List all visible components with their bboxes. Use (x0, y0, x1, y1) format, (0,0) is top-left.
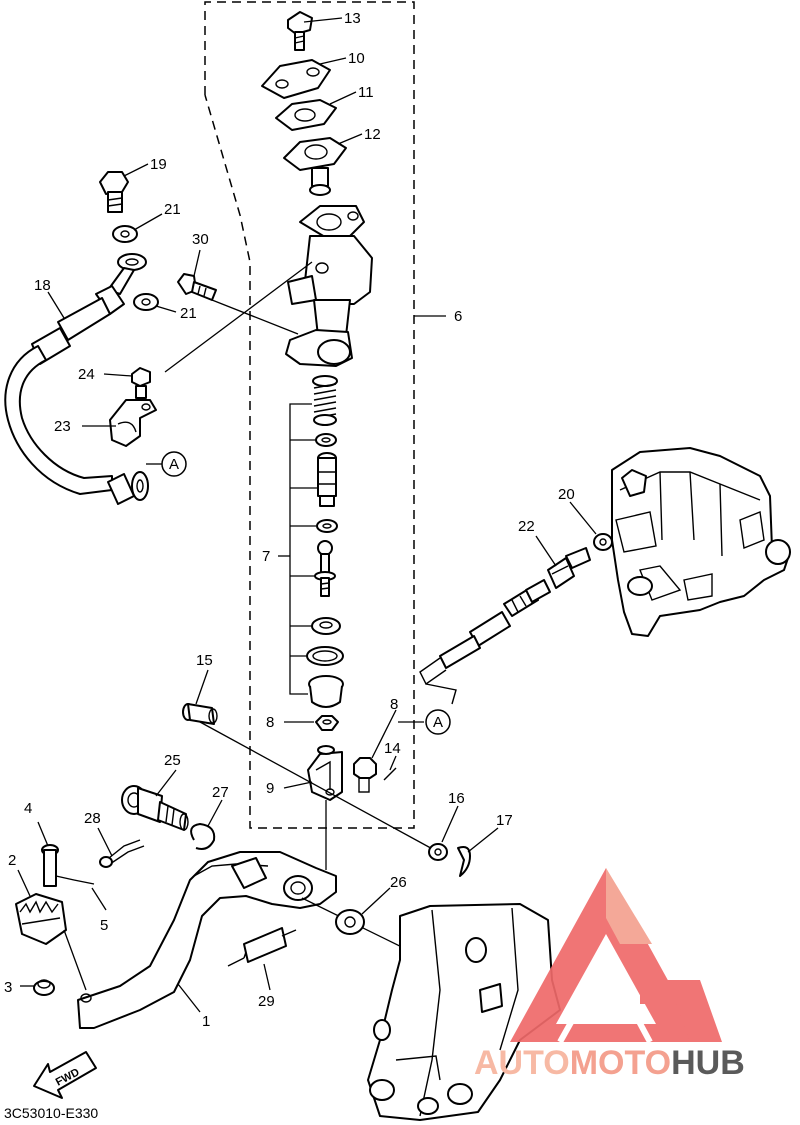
nut-8 (315, 715, 339, 731)
brake-hose-18 (4, 253, 149, 505)
diagram-code: 3C53010-E330 (4, 1105, 98, 1121)
piston (317, 452, 337, 507)
pin-4 (41, 844, 59, 887)
label-19: 19 (150, 156, 167, 173)
label-14: 14 (384, 740, 401, 757)
label-26: 26 (390, 874, 407, 891)
axis-pin-15 (199, 721, 439, 853)
reservoir-cap-10 (261, 59, 331, 99)
master-cylinder-body (285, 205, 373, 367)
label-4: 4 (24, 800, 32, 817)
callout-a-right: A (433, 714, 443, 731)
washer-16 (428, 843, 448, 861)
label-13: 13 (344, 10, 361, 27)
circlip (306, 646, 344, 666)
watermark-hub: HUB (671, 1044, 745, 1082)
label-25: 25 (164, 752, 181, 769)
label-24: 24 (78, 366, 95, 383)
cotter-28 (99, 839, 145, 868)
return-spring-29 (227, 927, 297, 967)
leader-bolt30 (211, 299, 299, 335)
clip-3 (33, 979, 55, 996)
label-16: 16 (448, 790, 465, 807)
label-5: 5 (100, 917, 108, 934)
piston-cup (316, 519, 338, 533)
leader-lines (17, 17, 597, 1013)
label-17: 17 (496, 812, 513, 829)
group-bracket-7 (289, 403, 318, 695)
label-2: 2 (8, 852, 16, 869)
watermark-moto: MOTO (570, 1044, 671, 1082)
label-7: 7 (262, 548, 270, 565)
cup-seal (315, 433, 337, 447)
spring (312, 375, 338, 426)
bolt-13 (287, 11, 313, 51)
label-20: 20 (558, 486, 575, 503)
label-21-lower: 21 (180, 305, 197, 322)
master-cylinder-assembly-boundary (204, 1, 415, 829)
label-22: 22 (518, 518, 535, 535)
label-29: 29 (258, 993, 275, 1010)
label-8-right: 8 (390, 696, 398, 713)
circlip-27 (190, 823, 216, 850)
diaphragm-plate-11 (275, 99, 337, 131)
nut-8-small (353, 757, 377, 793)
pedal-tip-2 (15, 893, 67, 945)
callout-a-left-circle (161, 451, 187, 477)
label-11: 11 (358, 84, 374, 101)
bolt-24 (131, 367, 151, 399)
label-30: 30 (192, 231, 209, 248)
bolt-30 (177, 273, 217, 301)
label-6: 6 (454, 308, 462, 325)
label-1: 1 (202, 1013, 210, 1030)
automotohub-logo (510, 868, 722, 1044)
clevis-9 (307, 745, 343, 801)
label-27: 27 (212, 784, 229, 801)
callout-a-right-circle (425, 709, 451, 735)
pedal-pivot-25 (121, 785, 189, 831)
label-23: 23 (54, 418, 71, 435)
frame-section (367, 903, 561, 1121)
dust-boot (308, 675, 344, 708)
label-18: 18 (34, 277, 51, 294)
cotter-5 (55, 875, 95, 885)
hose-clamp-23 (109, 399, 157, 447)
watermark-text: AUTOMOTOHUB (474, 1044, 745, 1082)
bolt-19 (99, 171, 129, 213)
washer-20 (593, 533, 613, 551)
washer-21-top (112, 225, 138, 243)
union-bolt-22 (547, 547, 591, 589)
clevis-pin-15 (182, 703, 218, 725)
label-8-left: 8 (266, 714, 274, 731)
cotter-pin-17 (457, 846, 471, 877)
forward-arrow: FWD (33, 1051, 97, 1099)
cotter-pin-14 (383, 767, 397, 781)
label-12: 12 (364, 126, 381, 143)
label-28: 28 (84, 810, 101, 827)
axis-pedal-tip (63, 929, 87, 991)
label-9: 9 (266, 780, 274, 797)
hose-end-fitting (419, 579, 551, 705)
brake-pedal-1 (77, 851, 421, 1029)
label-21-top: 21 (164, 201, 181, 218)
leader-cylinder-to-bracket (164, 261, 313, 373)
label-10: 10 (348, 50, 365, 67)
rear-brake-caliper (611, 447, 791, 637)
watermark-auto: AUTO (474, 1044, 570, 1082)
washer-26 (335, 909, 365, 935)
callout-a-left: A (169, 456, 179, 473)
label-15: 15 (196, 652, 213, 669)
label-3: 3 (4, 979, 12, 996)
push-rod (314, 540, 336, 597)
washer-seal (311, 617, 341, 635)
washer-21-lower (133, 293, 159, 311)
diaphragm-12 (283, 137, 347, 196)
part-number-labels: 13 10 11 12 19 21 30 18 21 6 24 23 20 22… (4, 10, 575, 1030)
